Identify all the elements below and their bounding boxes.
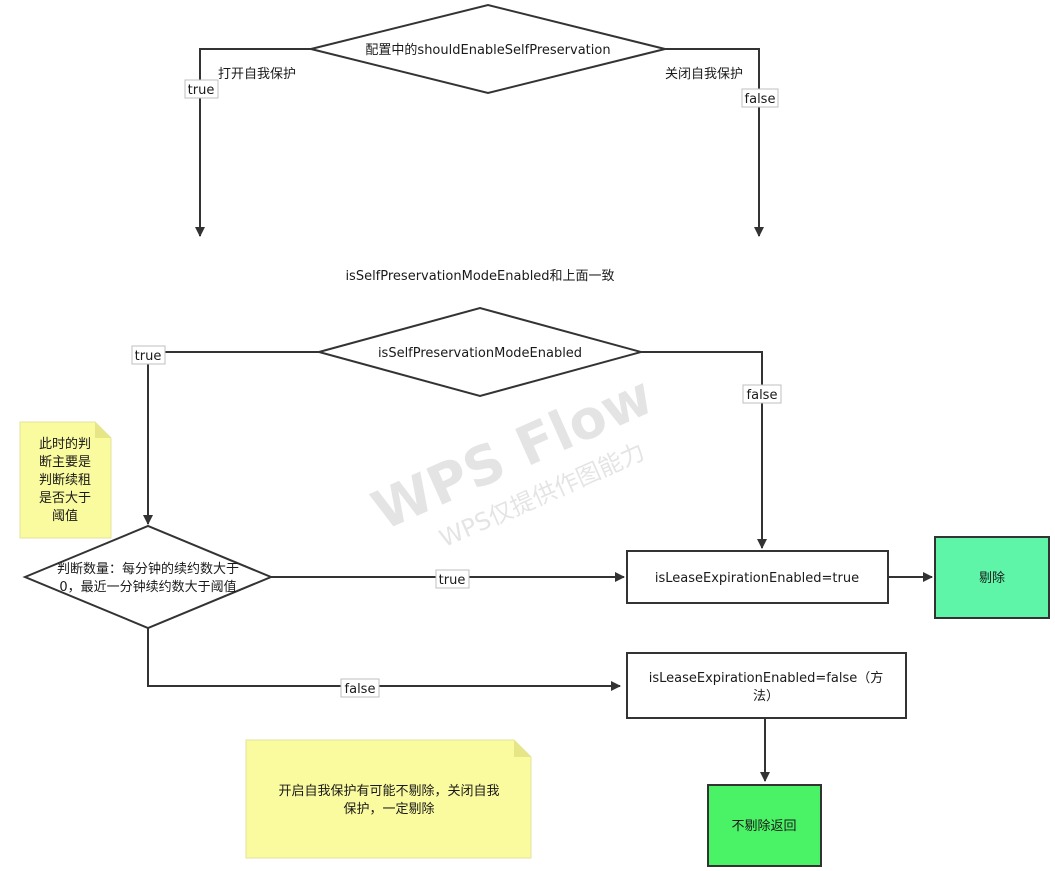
watermark: WPS Flow WPS仅提供作图能力 bbox=[363, 363, 662, 553]
consistent-label: isSelfPreservationModeEnabled和上面一致 bbox=[345, 269, 614, 284]
lease-false-line2: 法） bbox=[753, 689, 779, 704]
note1-line2: 断主要是 bbox=[39, 455, 91, 470]
edge-mode-false bbox=[641, 351, 767, 549]
lease-true-box[interactable] bbox=[626, 550, 889, 604]
no-evict-box[interactable] bbox=[707, 784, 822, 867]
note2-line2: 保护，一定剔除 bbox=[343, 802, 434, 817]
threshold-decision-line2: 0，最近一分钟续约数大于阈值 bbox=[59, 579, 236, 595]
evict-box[interactable] bbox=[934, 536, 1050, 619]
note2-line1: 开启自我保护有可能不剔除，关闭自我 bbox=[278, 784, 499, 799]
edge-label-bg bbox=[340, 678, 380, 698]
lease-false-box[interactable] bbox=[626, 652, 907, 719]
edge-true-1-label: true bbox=[188, 83, 215, 98]
note1-line1: 此时的判 bbox=[39, 436, 91, 452]
edge-label-bg bbox=[435, 569, 470, 589]
note1-line4: 是否大于 bbox=[39, 491, 91, 506]
edge-threshold-false bbox=[147, 628, 621, 691]
edge-config-false bbox=[665, 48, 764, 237]
lease-true-text: isLeaseExpirationEnabled=true bbox=[655, 571, 859, 586]
edge-config-true bbox=[195, 48, 311, 237]
evict-text: 剔除 bbox=[979, 571, 1005, 586]
note1-line3: 判断续租 bbox=[39, 473, 91, 488]
open-protect-label: 打开自我保护 bbox=[218, 67, 296, 82]
edge-label-bg bbox=[742, 384, 782, 404]
mode-decision-text: isSelfPreservationModeEnabled bbox=[378, 346, 582, 361]
edge-label-bg bbox=[184, 79, 219, 99]
threshold-decision-line1: 判断数量：每分钟的续约数大于 bbox=[57, 561, 239, 577]
edge-label-bg bbox=[131, 345, 166, 365]
close-protect-label: 关闭自我保护 bbox=[665, 67, 743, 82]
edge-true-2-label: true bbox=[135, 349, 162, 364]
note-summary[interactable]: 开启自我保护有可能不剔除，关闭自我 保护，一定剔除 bbox=[245, 739, 532, 859]
edge-mode-true bbox=[143, 351, 319, 525]
lease-false-line1: isLeaseExpirationEnabled=false（方 bbox=[649, 670, 883, 686]
edge-false-3-label: false bbox=[345, 682, 376, 697]
edge-false-1-label: false bbox=[745, 92, 776, 107]
edge-false-2-label: false bbox=[747, 388, 778, 403]
note-threshold[interactable]: 此时的判 断主要是 判断续租 是否大于 阈值 bbox=[19, 421, 112, 539]
config-decision-text: 配置中的shouldEnableSelfPreservation bbox=[365, 42, 610, 58]
note1-line5: 阈值 bbox=[52, 508, 78, 524]
edge-true-3-label: true bbox=[439, 573, 466, 588]
no-evict-text: 不剔除返回 bbox=[731, 819, 796, 834]
threshold-decision[interactable] bbox=[22, 524, 274, 630]
edge-label-bg bbox=[741, 88, 779, 108]
